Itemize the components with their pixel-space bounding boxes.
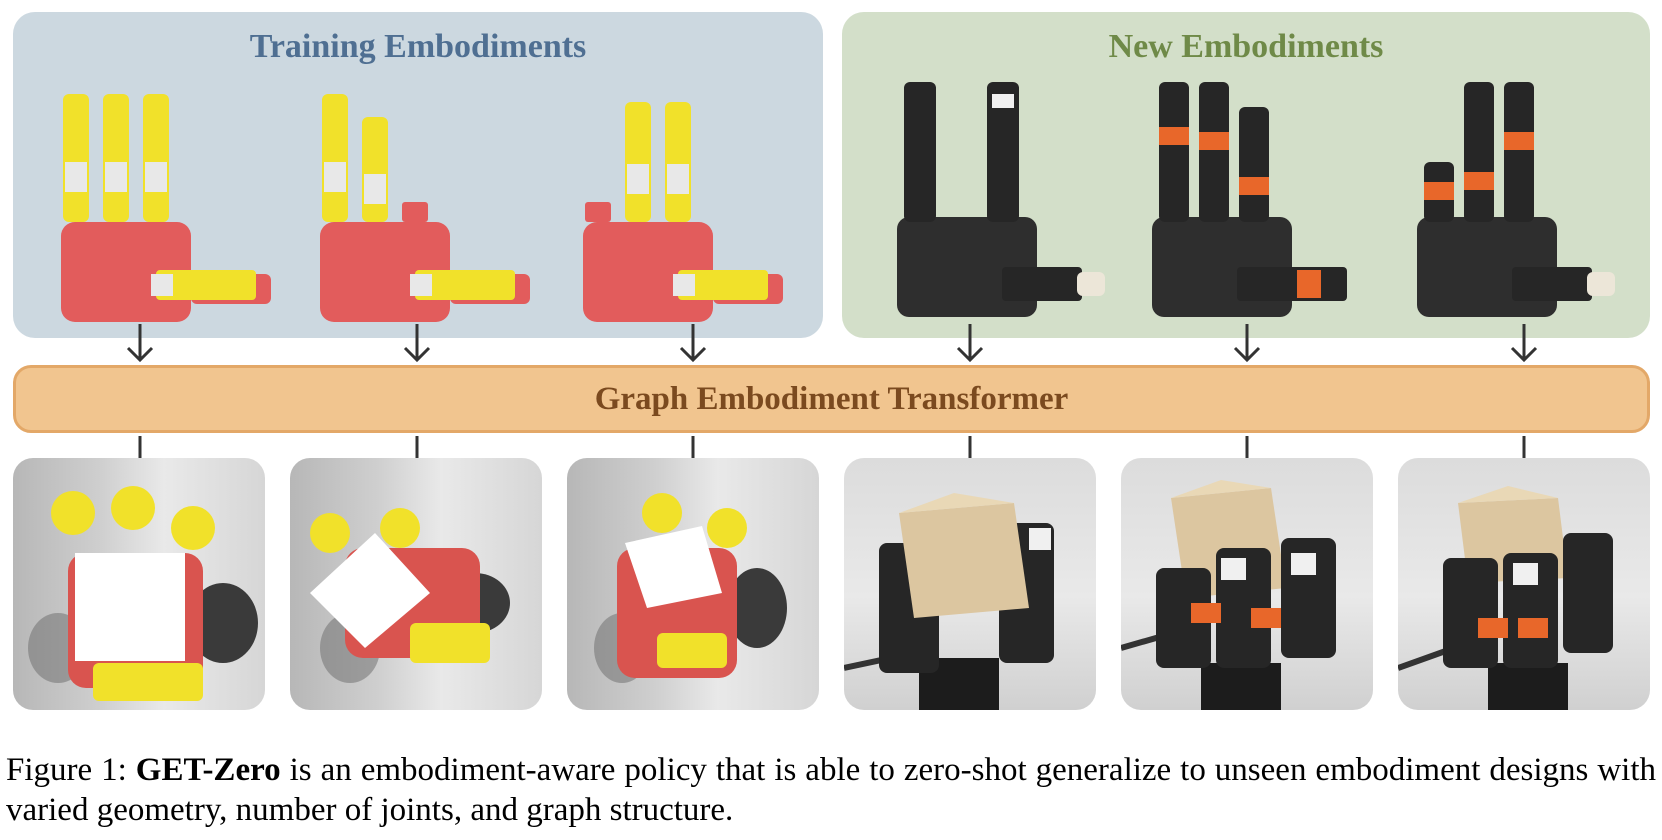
- figure-caption: Figure 1: GET-Zero is an embodiment-awar…: [6, 750, 1656, 830]
- new-embodiments-title: New Embodiments: [1108, 28, 1384, 65]
- sim-hand-2-finger-alt: [583, 102, 783, 322]
- sim-result-1: [13, 458, 265, 710]
- training-embodiments-panel: Training Embodiments: [13, 12, 823, 338]
- down-arrow-icon: [126, 324, 154, 363]
- down-arrow-icon: [1233, 324, 1261, 363]
- real-result-3: [1398, 458, 1650, 710]
- caption-prefix: Figure 1:: [6, 752, 136, 788]
- down-arrow-icon: [679, 324, 707, 363]
- real-hand-3-finger: [1152, 82, 1347, 317]
- sim-result-2: [290, 458, 542, 710]
- new-embodiments-panel: New Embodiments: [842, 12, 1650, 338]
- real-result-2: [1121, 458, 1373, 710]
- sim-hand-3-finger: [61, 94, 271, 322]
- down-arrow-icon: [956, 324, 984, 363]
- training-embodiments-title: Training Embodiments: [249, 28, 587, 65]
- real-result-1: [844, 458, 1096, 710]
- real-hand-2-finger: [897, 82, 1105, 317]
- graph-embodiment-transformer: Graph Embodiment Transformer: [13, 365, 1650, 433]
- sim-result-3: [567, 458, 819, 710]
- down-arrow-icon: [1510, 324, 1538, 363]
- down-arrow-icon: [403, 324, 431, 363]
- real-hand-3-finger-alt: [1417, 82, 1615, 317]
- caption-text: is an embodiment-aware policy that is ab…: [6, 752, 1656, 828]
- caption-bold: GET-Zero: [135, 752, 281, 788]
- sim-hand-2-finger: [320, 94, 530, 322]
